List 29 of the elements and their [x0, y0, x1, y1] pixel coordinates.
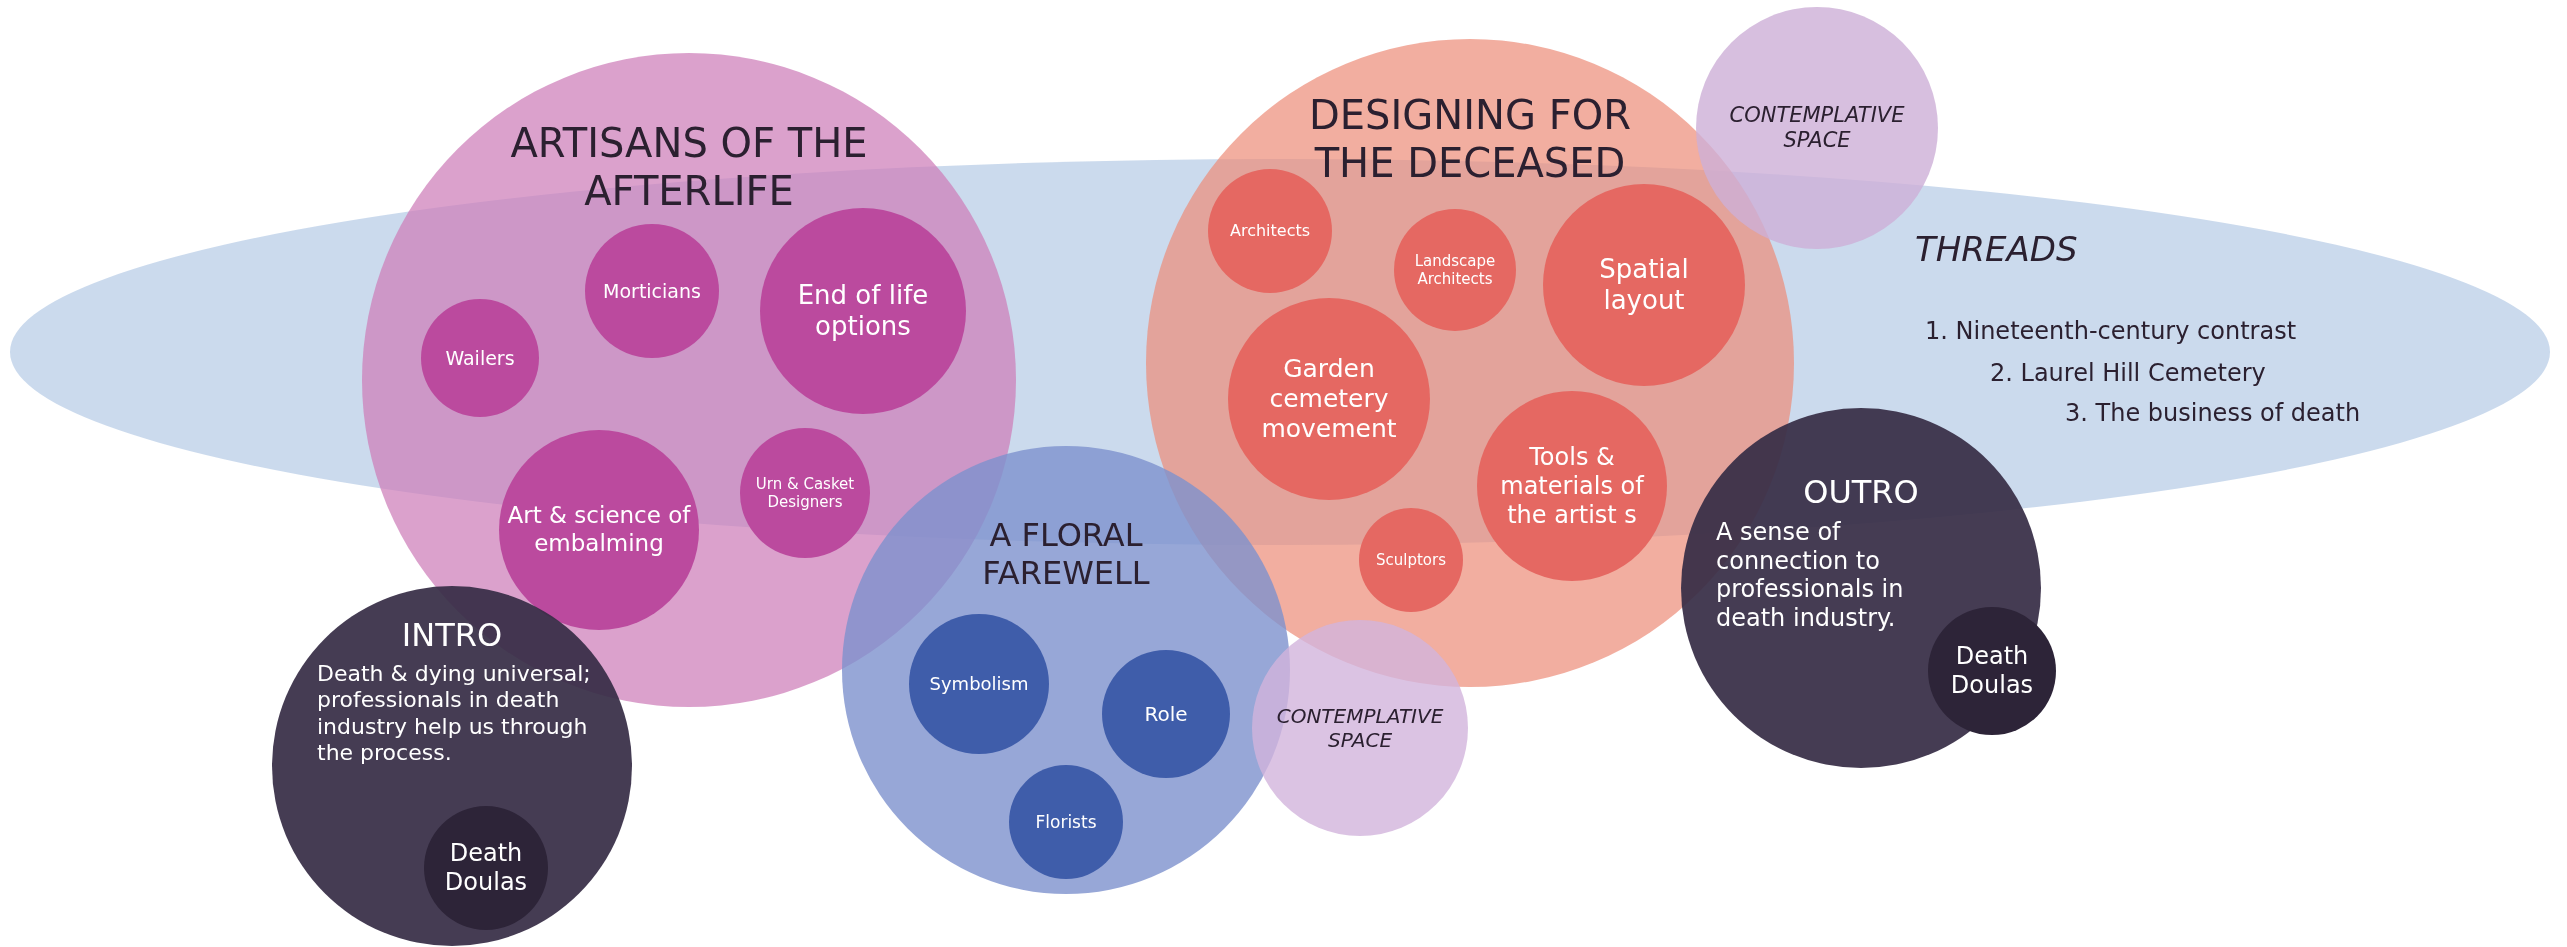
- circle-title: INTRO: [400, 616, 504, 655]
- threads-heading: THREADS: [1915, 229, 2078, 270]
- circle-label: Tools & materials of the artist s: [1499, 442, 1646, 530]
- thread-item: 3. The business of death: [2065, 399, 2361, 428]
- circle-label: Garden cemetery movement: [1260, 354, 1398, 444]
- circle-label: Sculptors: [1375, 551, 1447, 569]
- circle-label: Urn & Casket Designers: [754, 475, 856, 511]
- description-text: A sense of connection to professionals in death industry.: [1716, 517, 1905, 633]
- circle-title: A FLORAL FAREWELL: [981, 516, 1151, 593]
- circle-label: Death Doulas: [1949, 642, 2035, 700]
- circle-title: DESIGNING FOR THE DECEASED: [1308, 91, 1632, 187]
- circle-title: ARTISANS OF THE AFTERLIFE: [509, 119, 869, 215]
- circle-label: Spatial layout: [1598, 253, 1690, 317]
- circle-label: Architects: [1228, 221, 1312, 241]
- circle-label: Role: [1143, 702, 1189, 726]
- circle-label: Landscape Architects: [1413, 252, 1497, 288]
- circle-label: Morticians: [602, 279, 702, 303]
- circle-title: OUTRO: [1802, 473, 1920, 512]
- circle-label: Wailers: [444, 346, 516, 370]
- circle-label: Symbolism: [928, 673, 1030, 695]
- circle-label: CONTEMPLATIVE SPACE: [1728, 102, 1906, 154]
- circle-label: CONTEMPLATIVE SPACE: [1275, 704, 1445, 752]
- circle-label: End of life options: [796, 279, 930, 343]
- thread-item: 1. Nineteenth-century contrast: [1925, 317, 2297, 346]
- thread-item: 2. Laurel Hill Cemetery: [1990, 359, 2266, 388]
- circle-label: Florists: [1034, 811, 1098, 833]
- circle-label: Death Doulas: [443, 839, 529, 897]
- circle-label: Art & science of embalming: [506, 502, 692, 558]
- description-text: Death & dying universal; professionals in death industry help us through the process.: [317, 660, 592, 767]
